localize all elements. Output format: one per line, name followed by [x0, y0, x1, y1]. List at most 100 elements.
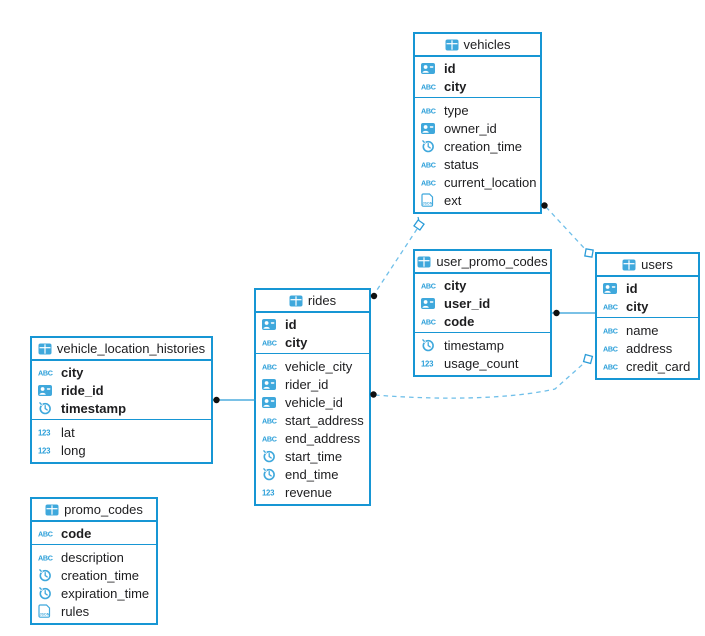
- svg-text:123: 123: [38, 429, 51, 438]
- id-badge-icon: [421, 297, 439, 309]
- table-title: rides: [307, 293, 337, 308]
- column-row-status[interactable]: ABC status: [415, 155, 540, 173]
- svg-text:ABC: ABC: [603, 345, 618, 354]
- relationship-line-vehicles-users[interactable]: [545, 206, 586, 250]
- clock-icon: [38, 586, 56, 600]
- svg-text:ABC: ABC: [262, 435, 277, 444]
- column-row-end_time[interactable]: end_time: [256, 465, 369, 483]
- column-row-owner_id[interactable]: owner_id: [415, 119, 540, 137]
- json-icon: JSON: [38, 604, 56, 618]
- column-name: usage_count: [444, 355, 519, 371]
- table-header[interactable]: rides: [256, 290, 369, 313]
- column-row-expiration_time[interactable]: expiration_time: [32, 584, 156, 602]
- clock-icon: [38, 401, 56, 415]
- num-icon: 123: [38, 427, 56, 438]
- column-name: id: [444, 60, 456, 76]
- abc-icon: ABC: [262, 337, 280, 348]
- abc-icon: ABC: [38, 367, 56, 378]
- table-title: promo_codes: [64, 502, 143, 517]
- column-row-name[interactable]: ABC name: [597, 321, 698, 339]
- column-row-city[interactable]: ABC city: [32, 363, 211, 381]
- column-name: description: [61, 549, 124, 565]
- column-row-vehicle_id[interactable]: vehicle_id: [256, 393, 369, 411]
- column-name: vehicle_id: [285, 394, 343, 410]
- table-header[interactable]: user_promo_codes: [415, 251, 550, 274]
- endpoint-dot: [370, 292, 378, 300]
- column-row-id[interactable]: id: [256, 315, 369, 333]
- svg-text:ABC: ABC: [421, 282, 436, 291]
- relationship-line-vehicles-rides[interactable]: [374, 228, 418, 294]
- table-header[interactable]: vehicle_location_histories: [32, 338, 211, 361]
- column-name: city: [285, 334, 308, 350]
- id-badge-icon: [262, 378, 280, 390]
- column-name: ext: [444, 192, 462, 208]
- column-name: vehicle_city: [285, 358, 353, 374]
- column-row-timestamp[interactable]: timestamp: [415, 336, 550, 354]
- column-row-id[interactable]: id: [415, 59, 540, 77]
- column-name: code: [444, 313, 475, 329]
- clock-icon: [38, 568, 56, 582]
- clock-icon: [421, 139, 439, 153]
- column-row-rider_id[interactable]: rider_id: [256, 375, 369, 393]
- column-row-user_id[interactable]: user_id: [415, 294, 550, 312]
- column-name: owner_id: [444, 120, 497, 136]
- svg-text:ABC: ABC: [421, 83, 436, 92]
- column-name: city: [61, 364, 84, 380]
- clock-icon: [421, 338, 439, 352]
- table-header[interactable]: users: [597, 254, 698, 277]
- abc-icon: ABC: [603, 301, 621, 312]
- table-header[interactable]: vehicles: [415, 34, 540, 57]
- column-name: type: [444, 102, 469, 118]
- abc-icon: ABC: [603, 325, 621, 336]
- svg-text:ABC: ABC: [421, 318, 436, 327]
- column-name: rider_id: [285, 376, 329, 392]
- diamond-stem: [417, 216, 420, 222]
- abc-icon: ABC: [421, 159, 439, 170]
- column-name: name: [626, 322, 659, 338]
- relationship-line-rides-users[interactable]: [374, 363, 584, 399]
- column-row-start_time[interactable]: start_time: [256, 447, 369, 465]
- table-title: users: [641, 257, 673, 272]
- column-row-creation_time[interactable]: creation_time: [415, 137, 540, 155]
- column-row-ride_id[interactable]: ride_id: [32, 381, 211, 399]
- column-row-code[interactable]: ABC code: [415, 312, 550, 330]
- column-row-city[interactable]: ABC city: [256, 333, 369, 351]
- column-row-id[interactable]: id: [597, 279, 698, 297]
- column-name: creation_time: [61, 567, 140, 583]
- abc-icon: ABC: [38, 528, 56, 539]
- column-row-timestamp[interactable]: timestamp: [32, 399, 211, 417]
- table-header[interactable]: promo_codes: [32, 499, 156, 522]
- column-row-creation_time[interactable]: creation_time: [32, 566, 156, 584]
- column-name: status: [444, 156, 479, 172]
- id-badge-icon: [38, 384, 56, 396]
